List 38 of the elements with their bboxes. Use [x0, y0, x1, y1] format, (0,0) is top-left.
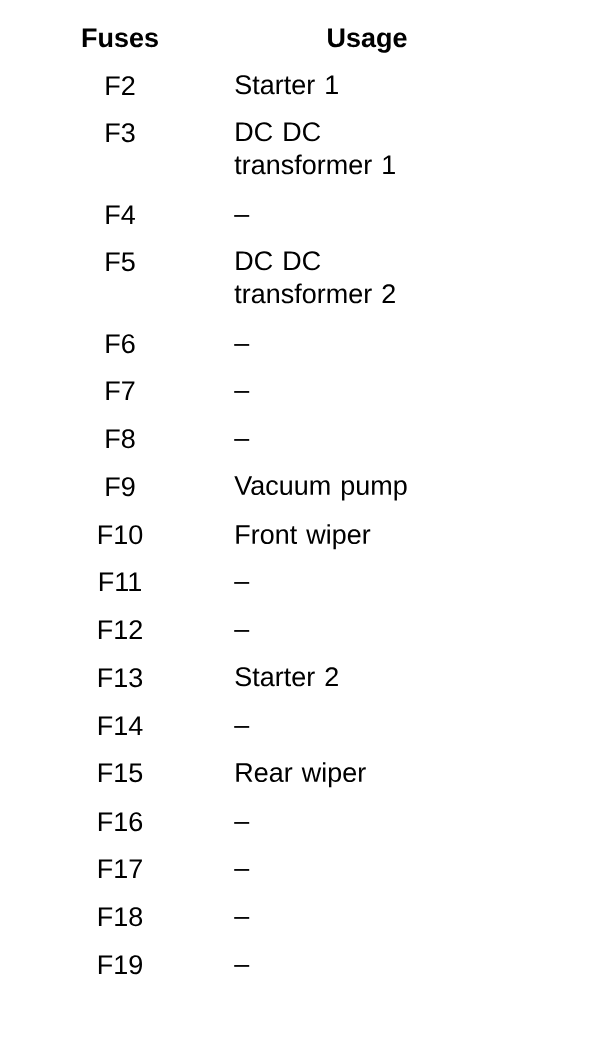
fuse-label: F16 — [98, 812, 143, 832]
usage-text: – — [234, 726, 250, 728]
usage-text: – — [234, 344, 250, 346]
usage-text: Rear wiper — [236, 762, 366, 788]
fuse-label: F13 — [98, 668, 143, 688]
fuse-label: F12 — [98, 620, 142, 639]
usage-text: – — [234, 582, 250, 584]
usage-text: – — [234, 822, 250, 824]
fuse-label: F6 — [106, 334, 135, 354]
usage-text: Starter 2 — [235, 667, 338, 687]
usage-text: Front wiper — [236, 524, 371, 550]
usage-text: – — [234, 215, 250, 217]
fuse-label: F15 — [98, 763, 143, 783]
usage-text: Starter 1 — [235, 75, 338, 95]
fuse-label: F3 — [106, 123, 135, 143]
fuse-label: F2 — [106, 76, 135, 95]
fuse-label: F10 — [98, 525, 143, 545]
usage-text: – — [234, 917, 250, 919]
usage-text: – — [234, 439, 250, 441]
usage-text: – — [234, 869, 250, 871]
usage-text: DC DC transformer 1 — [234, 122, 395, 175]
fuse-label: F17 — [98, 859, 142, 878]
fuse-label: F18 — [98, 907, 143, 927]
fuse-label: F4 — [106, 205, 135, 224]
fuse-label: F5 — [106, 252, 135, 272]
usage-text: DC DC transformer 2 — [234, 251, 395, 304]
usage-text: – — [234, 630, 250, 632]
fuse-label: F7 — [106, 381, 135, 400]
fuse-label: F8 — [106, 429, 135, 449]
usage-text: Vacuum pump — [234, 476, 407, 501]
column-header: Fuses — [82, 28, 158, 48]
fuse-label: F9 — [106, 477, 135, 497]
fuse-label: F19 — [98, 955, 142, 975]
usage-text: – — [234, 965, 250, 967]
usage-text: – — [234, 391, 250, 393]
fuse-label: F11 — [99, 572, 141, 591]
column-header: Usage — [328, 28, 407, 53]
fuse-label: F14 — [98, 716, 143, 735]
